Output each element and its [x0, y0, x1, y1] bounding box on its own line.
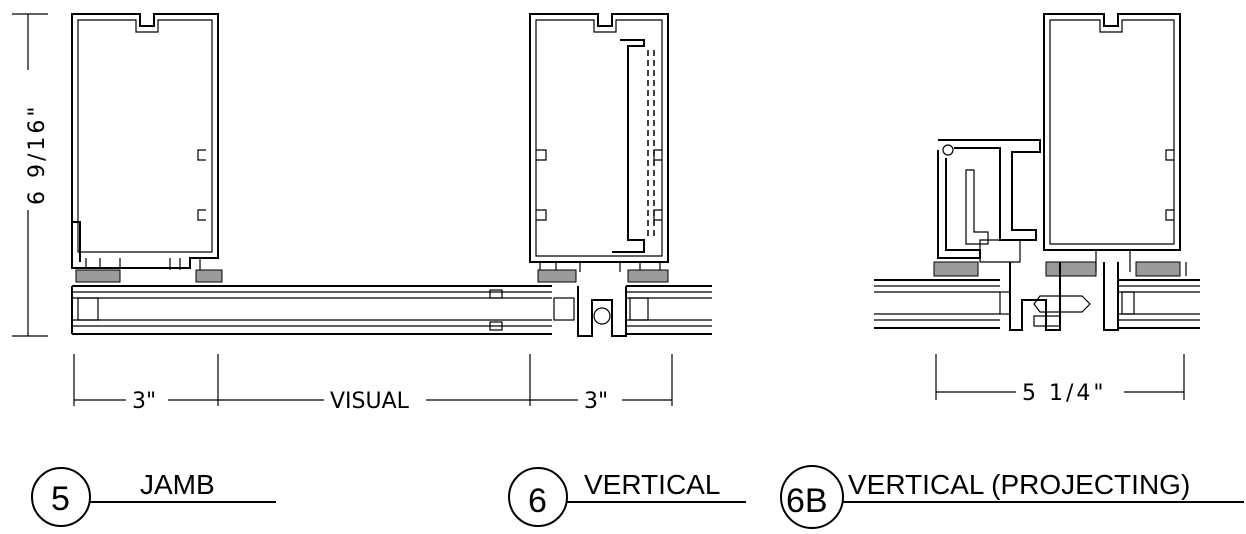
- detail-tag-jamb: 5 JAMB: [31, 467, 276, 527]
- width-dimensions: 3" VISUAL 3": [73, 354, 673, 414]
- detail-tag-projecting: 6B VERTICAL (PROJECTING): [780, 465, 1244, 529]
- detail-tag-jamb-title: JAMB: [140, 469, 215, 500]
- detail-tag-jamb-number: 5: [51, 480, 70, 518]
- projecting-width-label: 5 1/4": [1022, 381, 1107, 406]
- height-dimension: 6 9/16": [12, 13, 50, 337]
- detail-tag-projecting-title: VERTICAL (PROJECTING): [848, 469, 1190, 500]
- height-dimension-label: 6 9/16": [25, 103, 50, 205]
- detail-tag-projecting-number: 6B: [786, 482, 828, 520]
- jamb-width-label: 3": [132, 389, 156, 414]
- vertical-width-label: 3": [584, 389, 608, 414]
- detail-tag-vertical-title: VERTICAL: [584, 469, 720, 500]
- projecting-vertical-section: [874, 13, 1200, 331]
- detail-tag-vertical-number: 6: [528, 482, 547, 520]
- projecting-width-dimension: 5 1/4": [935, 354, 1185, 406]
- visual-label: VISUAL: [330, 389, 410, 414]
- jamb-section: [71, 13, 552, 335]
- vertical-section: [529, 13, 712, 337]
- detail-tag-vertical: 6 VERTICAL: [508, 467, 746, 527]
